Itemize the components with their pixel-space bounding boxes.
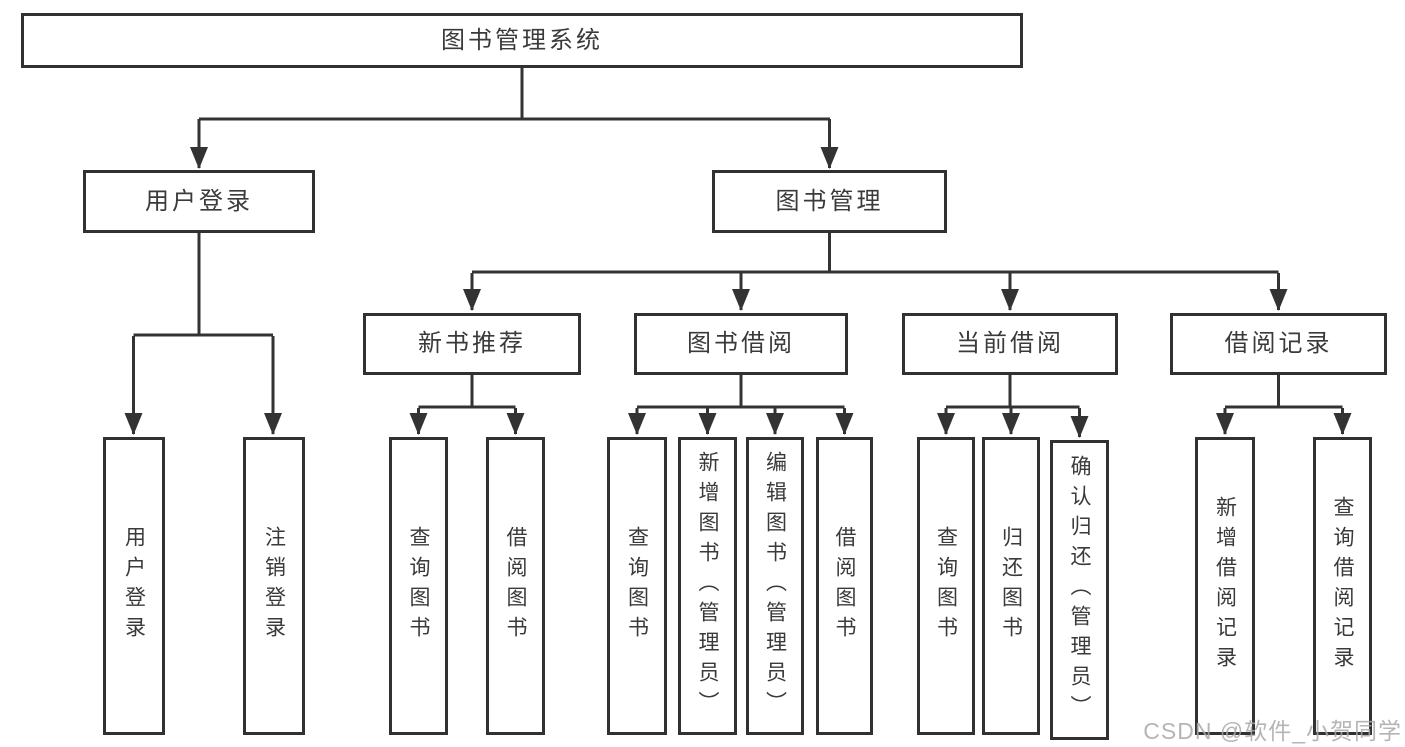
node-new-book-recommend-label: 新书推荐 [418, 330, 526, 357]
node-user-login-branch: 用户登录 [83, 170, 315, 233]
leaf-add-borrow-record: 新增借阅记录 [1195, 437, 1255, 735]
node-current-borrow-label: 当前借阅 [956, 330, 1064, 357]
leaf-confirm-return-admin: 确认归还（管理员） [1050, 440, 1109, 740]
node-new-book-recommend: 新书推荐 [363, 313, 581, 375]
leaf-return-books: 归还图书 [982, 437, 1040, 735]
leaf-borrow-books-recommend: 借阅图书 [486, 437, 545, 735]
leaf-query-borrow-record: 查询借阅记录 [1313, 437, 1372, 735]
node-user-login-branch-label: 用户登录 [145, 187, 253, 215]
csdn-watermark: CSDN @软件_小贺同学 [1143, 718, 1402, 744]
node-book-borrow-label: 图书借阅 [687, 330, 795, 357]
leaf-add-borrow-record-label: 新增借阅记录 [1213, 496, 1237, 676]
leaf-query-books-current: 查询图书 [917, 437, 975, 735]
leaf-edit-books-admin: 编辑图书（管理员） [746, 437, 804, 735]
leaf-query-books-current-label: 查询图书 [934, 526, 958, 646]
leaf-return-books-label: 归还图书 [999, 526, 1023, 646]
leaf-query-books-borrow: 查询图书 [607, 437, 667, 735]
leaf-edit-books-admin-label: 编辑图书（管理员） [763, 451, 787, 721]
leaf-query-books-recommend: 查询图书 [389, 437, 448, 735]
leaf-borrow-books-label: 借阅图书 [833, 526, 856, 646]
leaf-add-books-admin: 新增图书（管理员） [678, 437, 737, 735]
node-borrow-records-label: 借阅记录 [1224, 330, 1333, 357]
leaf-logout: 注销登录 [243, 437, 305, 735]
node-book-borrow: 图书借阅 [634, 313, 848, 375]
node-root-label: 图书管理系统 [441, 26, 603, 54]
leaf-user-login-label: 用户登录 [122, 526, 146, 646]
leaf-logout-label: 注销登录 [262, 526, 286, 646]
leaf-query-books-borrow-label: 查询图书 [625, 526, 649, 646]
leaf-borrow-books: 借阅图书 [816, 437, 873, 735]
node-book-management-branch: 图书管理 [712, 170, 947, 233]
node-book-management-branch-label: 图书管理 [775, 187, 884, 215]
leaf-confirm-return-admin-label: 确认归还（管理员） [1068, 455, 1091, 725]
node-root: 图书管理系统 [21, 13, 1023, 68]
leaf-query-books-recommend-label: 查询图书 [407, 526, 430, 646]
node-current-borrow: 当前借阅 [902, 313, 1118, 375]
leaf-borrow-books-recommend-label: 借阅图书 [504, 526, 527, 646]
leaf-query-borrow-record-label: 查询借阅记录 [1331, 496, 1354, 676]
node-borrow-records: 借阅记录 [1170, 313, 1387, 375]
connector-trunks [133, 68, 1343, 409]
leaf-add-books-admin-label: 新增图书（管理员） [696, 451, 719, 721]
leaf-user-login: 用户登录 [103, 437, 165, 735]
